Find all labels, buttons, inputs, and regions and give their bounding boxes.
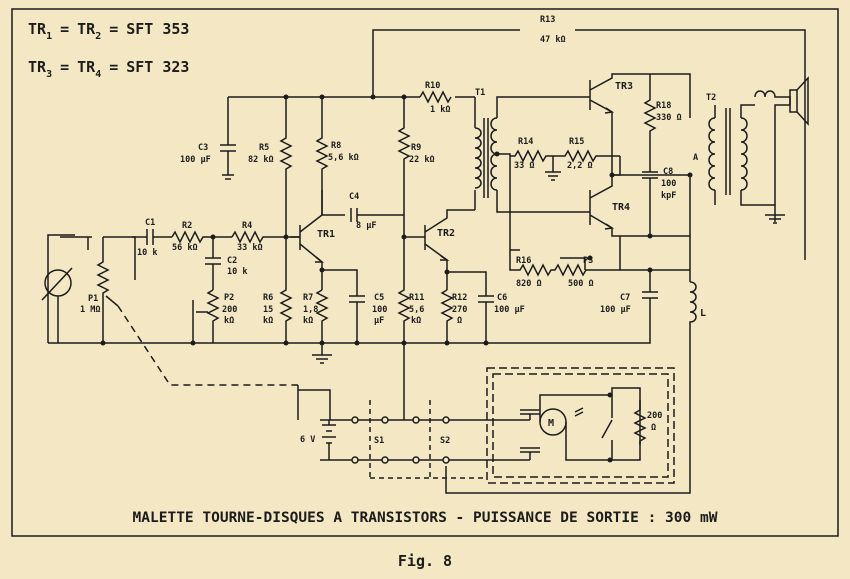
r2-ref: R2 xyxy=(182,221,192,231)
t2-ref: T2 xyxy=(706,93,716,103)
c5-value-2: µF xyxy=(374,316,384,326)
a-ref: A xyxy=(693,153,698,163)
c1-value: 10 k xyxy=(137,248,157,258)
p2-value-1: 200 xyxy=(222,305,237,315)
tr1-ref: TR1 xyxy=(317,229,335,240)
r11-value-2: kΩ xyxy=(411,316,421,326)
r9-ref: R9 xyxy=(411,143,421,153)
r13-value: 47 kΩ xyxy=(540,35,566,45)
r8-ref: R8 xyxy=(331,141,341,151)
r6-value-2: kΩ xyxy=(263,316,273,326)
c6-ref: C6 xyxy=(497,293,507,303)
r2-resistor xyxy=(171,230,232,244)
r11-ref: R11 xyxy=(409,293,424,303)
p1-value: 1 MΩ xyxy=(80,305,100,315)
tr2-ref: TR2 xyxy=(437,228,455,239)
r15-value: 2,2 Ω xyxy=(567,161,593,171)
c2-value: 10 k xyxy=(227,267,247,277)
c2-ref: C2 xyxy=(227,256,237,266)
r7-ref: R7 xyxy=(303,293,313,303)
r16-ref: R16 xyxy=(516,256,531,266)
c7-ref: C7 xyxy=(620,293,630,303)
c5-value-1: 100 xyxy=(372,305,387,315)
c8-value-1: 100 xyxy=(661,179,676,189)
r12-value-1: 270 xyxy=(452,305,467,315)
r4-resistor xyxy=(231,230,300,244)
r15-ref: R15 xyxy=(569,137,584,147)
tr4-ref: TR4 xyxy=(612,202,630,213)
r7-value-1: 1,8 xyxy=(303,305,318,315)
c3-value: 100 µF xyxy=(180,155,211,165)
c4-value: 8 µF xyxy=(356,221,376,231)
r18-ref: R18 xyxy=(656,101,671,111)
header-line-1: TR1=TR2=SFT 353 xyxy=(28,20,189,42)
r8-value: 5,6 kΩ xyxy=(328,153,359,163)
p1-resistor xyxy=(96,237,110,343)
battery-value: 6 V xyxy=(300,435,315,445)
r6-value-1: 15 xyxy=(263,305,273,315)
c8-ref: C8 xyxy=(663,167,673,177)
r11-value-1: 5,6 xyxy=(409,305,424,315)
c3-ref: C3 xyxy=(198,143,208,153)
r2-value: 56 kΩ xyxy=(172,243,198,253)
r9-value: 22 kΩ xyxy=(409,155,435,165)
r6-ref: R6 xyxy=(263,293,273,303)
component-labels: C1 10 k R2 56 kΩ R4 33 kΩ C2 10 k P1 1 M… xyxy=(80,15,716,446)
r4-ref: R4 xyxy=(242,221,252,231)
r200-value-2: Ω xyxy=(651,423,656,433)
c1-ref: C1 xyxy=(145,218,155,228)
c5-ref: C5 xyxy=(374,293,384,303)
c1-capacitor xyxy=(146,229,154,245)
header-line-2: TR3=TR4=SFT 323 xyxy=(28,58,189,80)
c8-value-2: kpF xyxy=(661,191,676,201)
r12-value-2: Ω xyxy=(457,316,462,326)
r4-value: 33 kΩ xyxy=(237,243,263,253)
r5-ref: R5 xyxy=(259,143,269,153)
diagram-caption: MALETTE TOURNE-DISQUES A TRANSISTORS - P… xyxy=(133,510,718,526)
r14-value: 33 Ω xyxy=(514,161,534,171)
motor-ref: M xyxy=(548,418,554,429)
t2-primary xyxy=(708,117,716,191)
t1-ref: T1 xyxy=(475,88,485,98)
r16-value: 820 Ω xyxy=(516,279,542,289)
c4-ref: C4 xyxy=(349,192,359,202)
r18-value: 330 Ω xyxy=(656,113,682,123)
s1-ref: S1 xyxy=(374,436,384,446)
tr3-ref: TR3 xyxy=(615,81,633,92)
t1-primary xyxy=(474,127,482,189)
r10-value: 1 kΩ xyxy=(430,105,450,115)
r13-ref: R13 xyxy=(540,15,555,25)
p2-value-2: kΩ xyxy=(224,316,234,326)
diagram-frame xyxy=(11,8,839,537)
c7-value: 100 µF xyxy=(600,305,631,315)
p2-resistor xyxy=(206,289,220,343)
p3-value: 500 Ω xyxy=(568,279,594,289)
p1-ref: P1 xyxy=(88,294,98,304)
l-ref: L xyxy=(700,308,706,319)
c6-value: 100 µF xyxy=(494,305,525,315)
r7-value-2: kΩ xyxy=(303,316,313,326)
figure-label: Fig. 8 xyxy=(398,552,452,570)
p3-ref: P3 xyxy=(583,256,593,266)
r12-ref: R12 xyxy=(452,293,467,303)
p2-ref: P2 xyxy=(224,293,234,303)
r5-value: 82 kΩ xyxy=(248,155,274,165)
s2-ref: S2 xyxy=(440,436,450,446)
r14-ref: R14 xyxy=(518,137,533,147)
r10-ref: R10 xyxy=(425,81,440,91)
r200-value-1: 200 xyxy=(647,411,662,421)
